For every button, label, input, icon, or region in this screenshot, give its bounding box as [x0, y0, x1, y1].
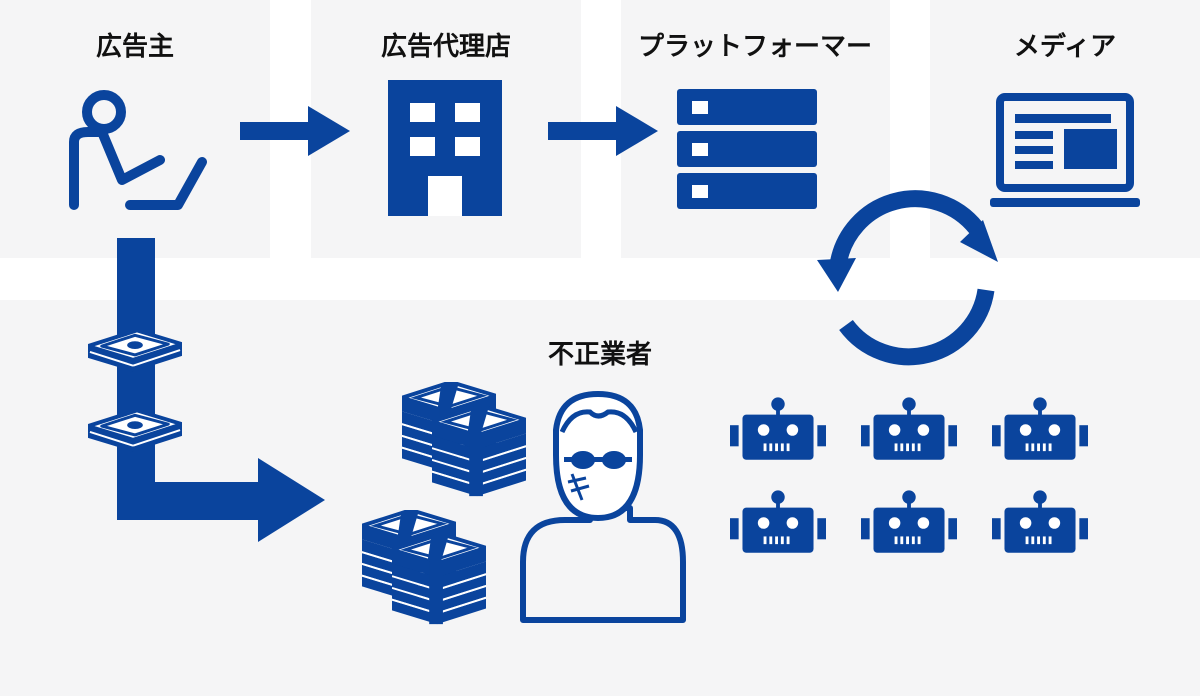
label-media: メディア [1013, 32, 1117, 62]
robot-icon [861, 397, 957, 460]
label-agency: 広告代理店 [380, 32, 511, 62]
label-platformer: プラットフォーマー [637, 32, 872, 62]
banknote-stack-icon [392, 534, 486, 627]
robot-icon [992, 490, 1088, 553]
robot-icon [730, 490, 826, 553]
server-stack-icon [677, 89, 817, 209]
arrow-right-icon [548, 106, 658, 156]
panel-advertiser [0, 0, 270, 258]
person-laptop-icon [69, 90, 207, 210]
office-building-icon [388, 80, 502, 216]
banknote-stack-icon [432, 406, 526, 499]
label-fraudster: 不正業者 [547, 340, 652, 370]
laptop-webpage-icon [990, 93, 1140, 207]
banknote-icon [88, 410, 182, 452]
cycle-arrows-icon [817, 190, 998, 366]
arrow-right-icon [240, 106, 350, 156]
robot-icon [730, 397, 826, 460]
banknote-icon [88, 330, 182, 372]
sunglasses-man-icon [520, 390, 686, 623]
money-flow-arrow-icon [117, 238, 325, 542]
robot-icon [992, 397, 1088, 460]
panel-platformer [621, 0, 890, 258]
label-advertiser: 広告主 [95, 32, 174, 62]
robot-icon [861, 490, 957, 553]
